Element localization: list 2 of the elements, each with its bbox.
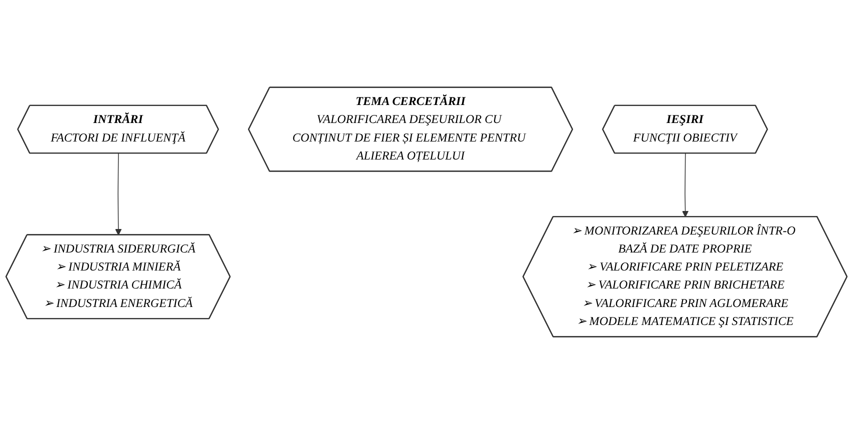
arrow (115, 153, 122, 236)
arrow (682, 153, 689, 218)
